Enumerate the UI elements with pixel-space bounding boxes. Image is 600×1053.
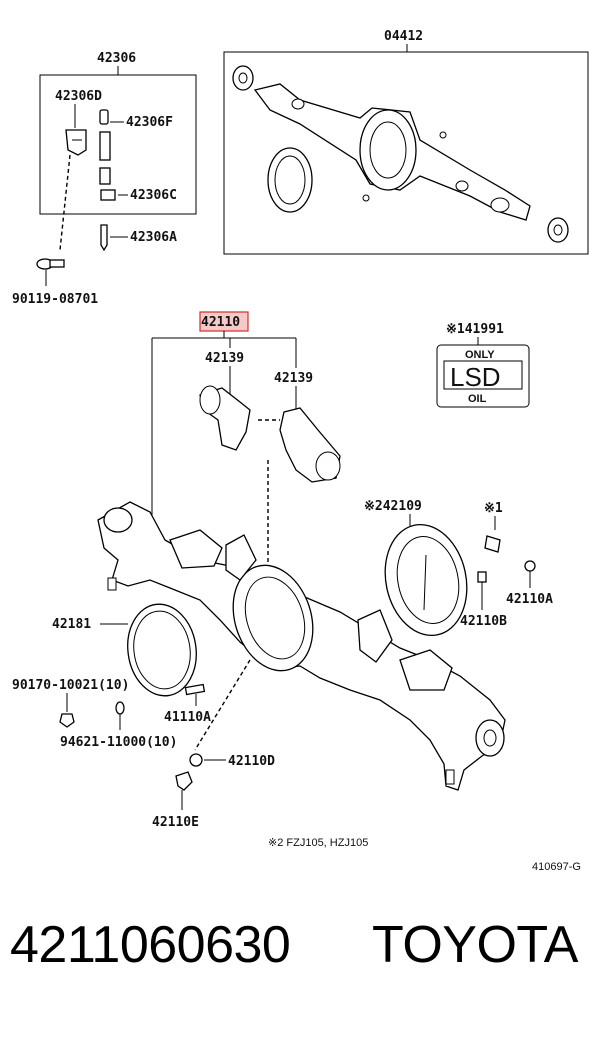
- label-42110[interactable]: 42110: [201, 315, 240, 330]
- footer: 4211060630 TOYOTA: [0, 905, 600, 1025]
- bushing-icon: [99, 167, 111, 185]
- label-42110E[interactable]: 42110E: [152, 815, 199, 830]
- label-42139-b[interactable]: 42139: [274, 371, 313, 386]
- group-42181: 42181 90170-10021(10) 41110A 94621-11000…: [12, 603, 275, 830]
- sleeve-icon: [99, 131, 111, 161]
- label-141991[interactable]: ※141991: [446, 322, 504, 337]
- washer-icon: [115, 701, 125, 715]
- plug-icon: [524, 560, 536, 572]
- label-42110A[interactable]: 42110A: [506, 592, 553, 607]
- label-42109[interactable]: ※242109: [364, 499, 422, 514]
- lsd-main-text: LSD: [450, 362, 501, 392]
- box-42306: [39, 74, 197, 215]
- label-90119-08701[interactable]: 90119-08701: [12, 292, 98, 307]
- label-41110A[interactable]: 41110A: [164, 710, 211, 725]
- group-04412: 04412: [223, 29, 589, 255]
- brand-name: TOYOTA: [372, 916, 579, 974]
- plug-b-icon: [477, 571, 487, 583]
- nut-icon: [59, 713, 75, 728]
- bolt-shank-icon: [49, 259, 65, 268]
- label-42181[interactable]: 42181: [52, 617, 91, 632]
- label-star1[interactable]: ※1: [484, 501, 503, 516]
- label-04412[interactable]: 04412: [384, 29, 423, 44]
- label-42139-a[interactable]: 42139: [205, 351, 244, 366]
- bracket-right-icon: [357, 609, 393, 663]
- box-04412: [223, 51, 589, 255]
- label-94621-11000[interactable]: 94621-11000(10): [60, 735, 177, 750]
- bracket-left-icon: [225, 534, 257, 581]
- rear-axle-assembly: [97, 501, 506, 791]
- figure-code: 410697-G: [532, 861, 581, 873]
- part-number: 4211060630: [10, 916, 291, 974]
- axle-end-left-icon: [103, 507, 133, 533]
- label-42110B[interactable]: 42110B: [460, 614, 507, 629]
- group-42110: 42110 42139 42139: [151, 311, 341, 590]
- caution-label-icon: [484, 535, 501, 553]
- spring-seat-left-icon: [169, 529, 223, 569]
- clip-icon: [100, 189, 116, 201]
- stud-icon: [184, 683, 206, 696]
- bolt-icon: [99, 109, 109, 125]
- sensor-bracket-icon: [65, 129, 87, 156]
- group-42109: ※242109 ※1 42110A 42110B: [364, 499, 553, 637]
- label-42306C[interactable]: 42306C: [130, 188, 177, 203]
- spring-seat-right-icon: [399, 649, 453, 691]
- drain-plug-icon: [175, 771, 193, 791]
- lsd-oil-text: OIL: [468, 393, 487, 405]
- label-42306F[interactable]: 42306F: [126, 115, 173, 130]
- lsd-inner-box: [443, 360, 523, 390]
- label-42306[interactable]: 42306: [97, 51, 136, 66]
- sensor-pin-icon: [100, 224, 108, 252]
- note-applicability: ※2 FZJ105, HZJ105: [268, 837, 368, 849]
- label-42306D[interactable]: 42306D: [55, 89, 102, 104]
- lsd-only-text: ONLY: [465, 349, 495, 361]
- group-42306: 42306 42306D 42306F 42306C 42306A 90119-…: [12, 51, 197, 307]
- group-141991: ※141991 ONLY LSD OIL: [436, 322, 530, 408]
- label-42306A[interactable]: 42306A: [130, 230, 177, 245]
- label-42110D[interactable]: 42110D: [228, 754, 275, 769]
- gasket-d-icon: [189, 753, 203, 767]
- label-90170-10021[interactable]: 90170-10021(10): [12, 678, 129, 693]
- lsd-oil-tag: [436, 344, 530, 408]
